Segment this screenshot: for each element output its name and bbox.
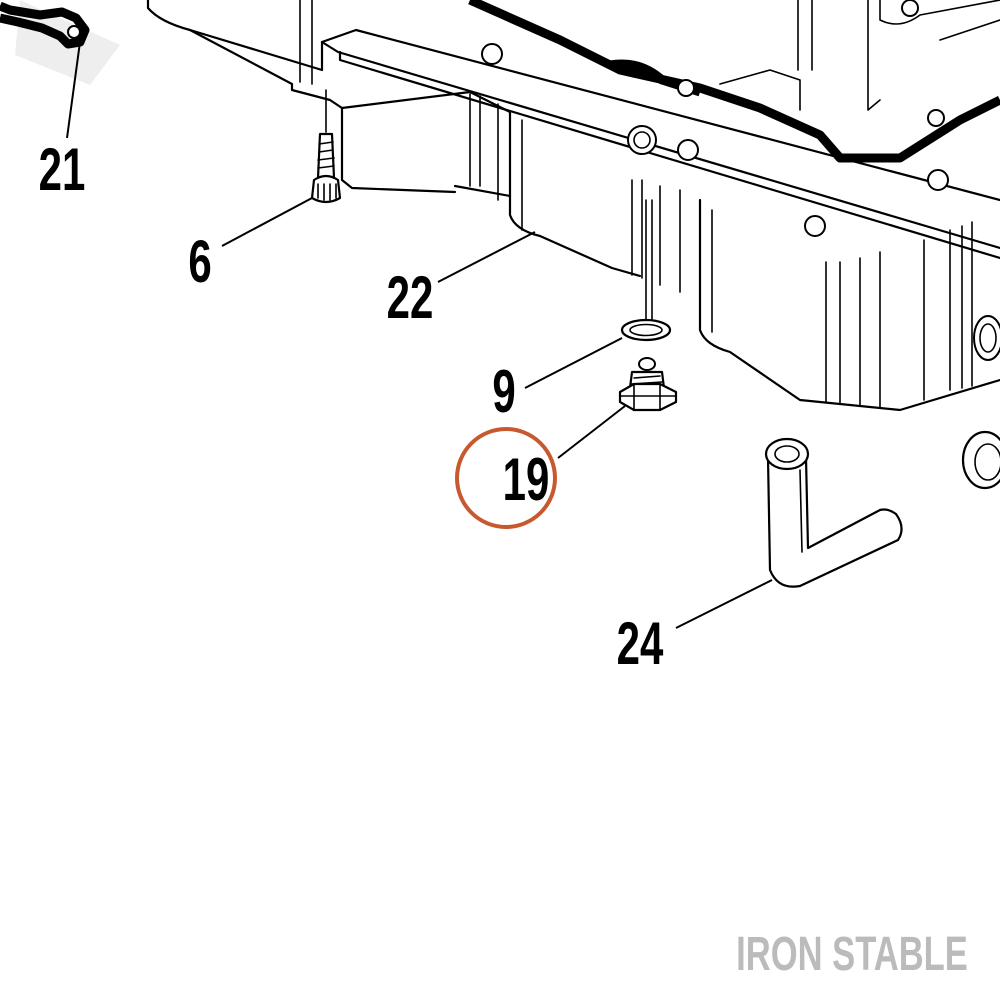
bracket-part-21	[0, 0, 120, 85]
leader-line-22	[437, 231, 536, 283]
leader-line-19	[557, 405, 626, 459]
screw-part-6	[310, 89, 342, 204]
watermark-text: IRON STABLE	[736, 926, 968, 980]
callout-6: 6	[188, 228, 211, 295]
oil-pan-part-22	[146, 0, 1000, 490]
leader-line-6	[221, 197, 313, 247]
leader-line-24	[675, 579, 773, 629]
leader-line-21	[66, 41, 81, 139]
drain-plug-part-19	[618, 357, 678, 412]
callout-22: 22	[387, 264, 434, 331]
callout-21: 21	[39, 136, 86, 203]
highlight-circle	[455, 427, 557, 529]
callout-19: 19	[503, 446, 550, 513]
elbow-hose-part-24	[764, 437, 903, 588]
callout-9: 9	[492, 358, 515, 425]
leader-line-9	[524, 337, 623, 389]
washer-part-9	[620, 199, 672, 342]
callout-24: 24	[617, 610, 664, 677]
